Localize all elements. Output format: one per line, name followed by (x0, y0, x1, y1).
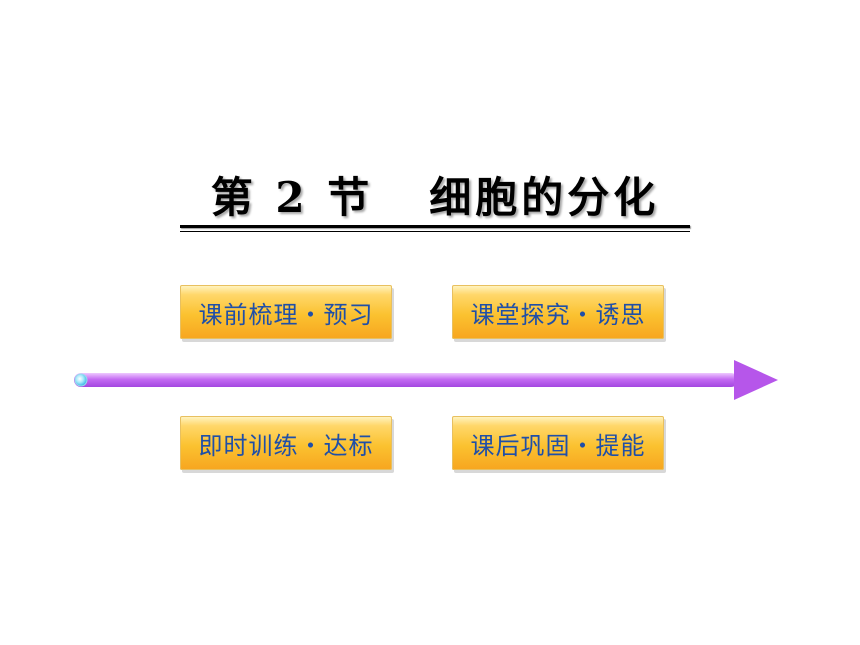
page-title: 第 2 节 细胞的分化 (180, 166, 690, 222)
practice-target-label: 即时训练・达标 (198, 431, 374, 460)
title-topic: 细胞的分化 (429, 172, 660, 222)
class-inquiry-label: 课堂探究・诱思 (470, 300, 646, 329)
arrow-head (734, 360, 778, 400)
preview-review-label: 课前梳理・预习 (198, 300, 374, 329)
timeline-arrow (74, 360, 778, 400)
arrow-start-dot (74, 373, 88, 387)
preview-review-button[interactable]: 课前梳理・预习 (180, 285, 392, 339)
arrow-shaft (74, 373, 738, 387)
consolidation-button[interactable]: 课后巩固・提能 (452, 416, 664, 470)
title-section-number: 第 2 节 (210, 172, 374, 222)
practice-target-button[interactable]: 即时训练・达标 (180, 416, 392, 470)
class-inquiry-button[interactable]: 课堂探究・诱思 (452, 285, 664, 339)
consolidation-label: 课后巩固・提能 (470, 431, 646, 460)
title-underline-thick (180, 225, 690, 228)
title-underline-thin (180, 231, 690, 232)
